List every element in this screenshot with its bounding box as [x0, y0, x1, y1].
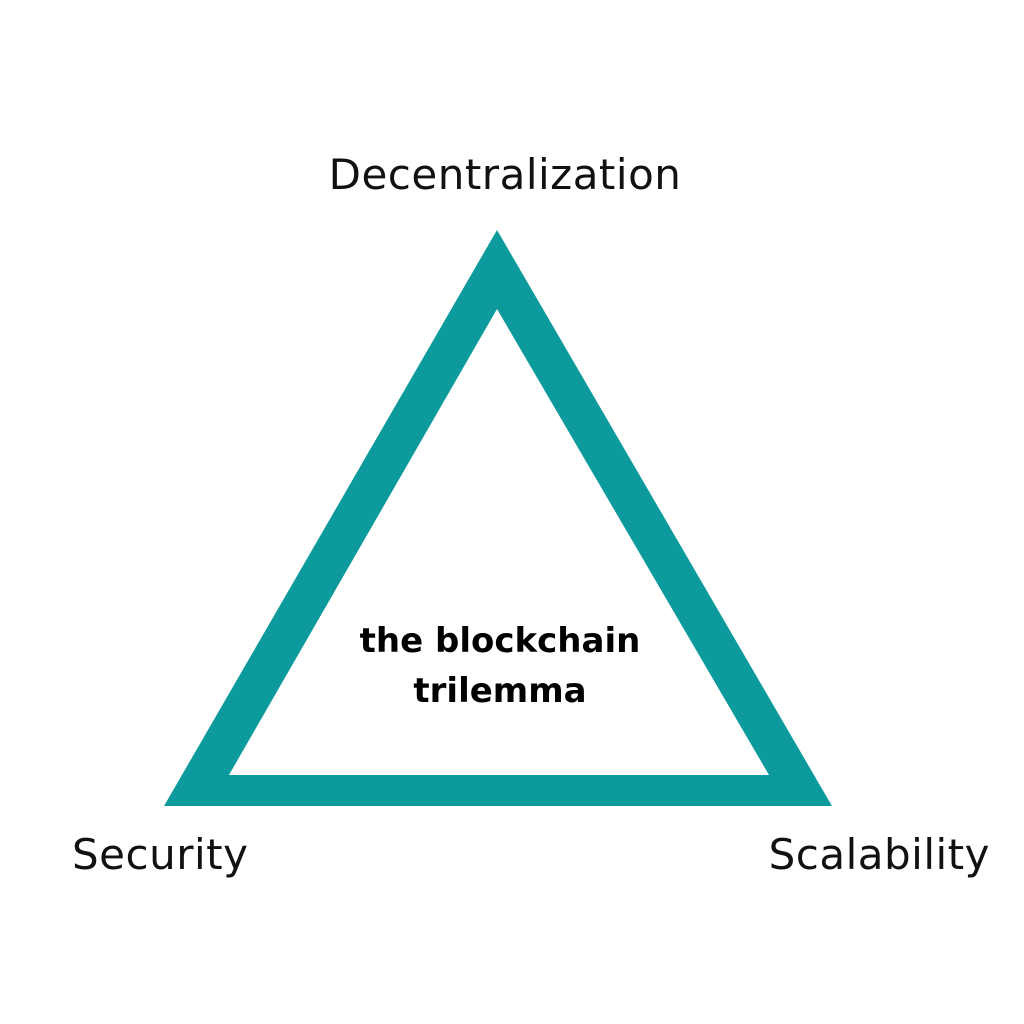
vertex-label-scalability: Scalability — [768, 830, 990, 879]
center-title-line-1: the blockchain — [359, 621, 641, 661]
center-title-line-2: trilemma — [413, 671, 587, 711]
vertex-label-decentralization: Decentralization — [328, 150, 682, 199]
trilemma-triangle — [164, 230, 832, 806]
center-title: the blockchain trilemma — [300, 616, 700, 716]
vertex-label-security: Security — [72, 830, 249, 879]
